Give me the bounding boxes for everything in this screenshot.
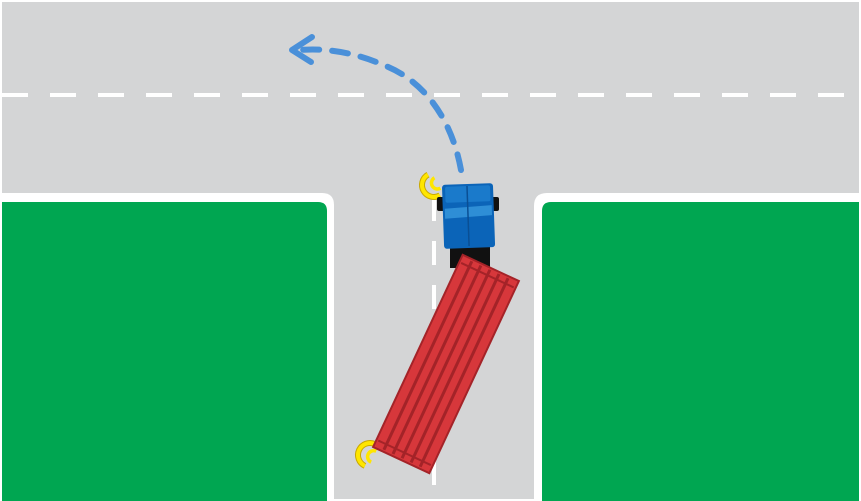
truck-cab [442,183,495,249]
right-verge [542,202,859,501]
left-verge [2,202,327,501]
